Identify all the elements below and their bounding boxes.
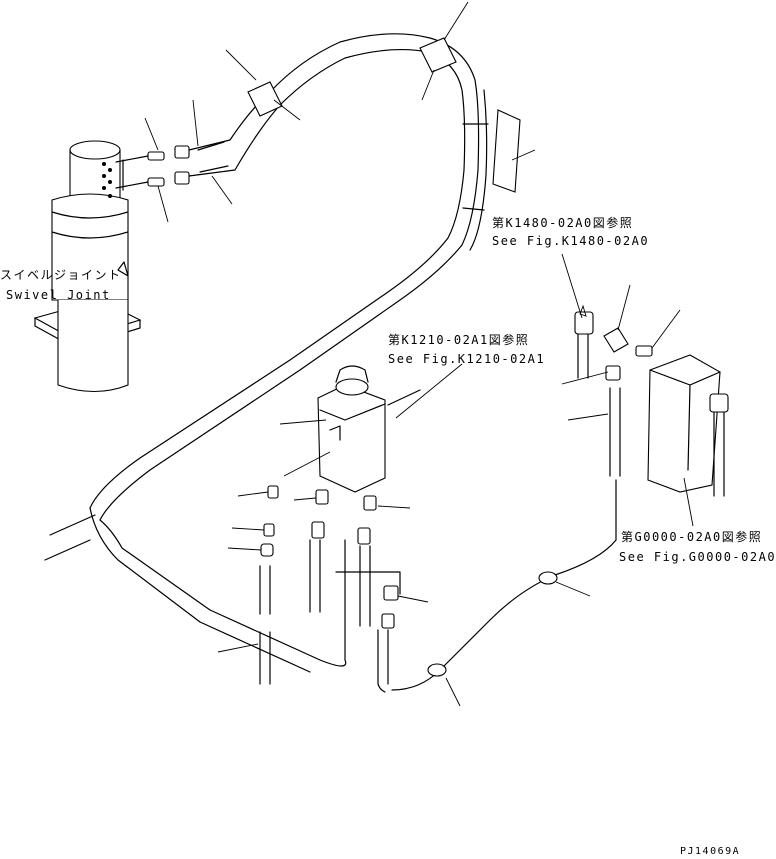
leader-lines <box>144 1 694 707</box>
ref-k1210-en: See Fig.K1210-02A1 <box>388 352 546 366</box>
vertical-hoses <box>259 539 401 693</box>
drawing-code: PJ14069A <box>680 846 741 857</box>
ref-g0000-jp: 第G0000-02A0図参照 <box>621 530 763 544</box>
valve-fittings <box>260 485 399 629</box>
swivel-joint-label-en: Swivel Joint <box>6 288 111 302</box>
lower-hose-run <box>44 507 347 673</box>
swivel-joint <box>33 140 142 392</box>
ref-g0000-en: See Fig.G0000-02A0 <box>619 550 776 564</box>
ref-k1480-en: See Fig.K1480-02A0 <box>492 234 650 248</box>
valve-block <box>317 365 421 493</box>
filter-component <box>647 354 729 497</box>
ref-k1210-jp: 第K1210-02A1図参照 <box>388 333 530 347</box>
right-hose-run <box>391 311 653 691</box>
swivel-joint-label-jp: スイベルジョイント <box>0 268 122 282</box>
main-hose-run <box>89 33 521 521</box>
swivel-fittings <box>115 145 190 191</box>
ref-k1480-jp: 第K1480-02A0図参照 <box>492 216 634 230</box>
